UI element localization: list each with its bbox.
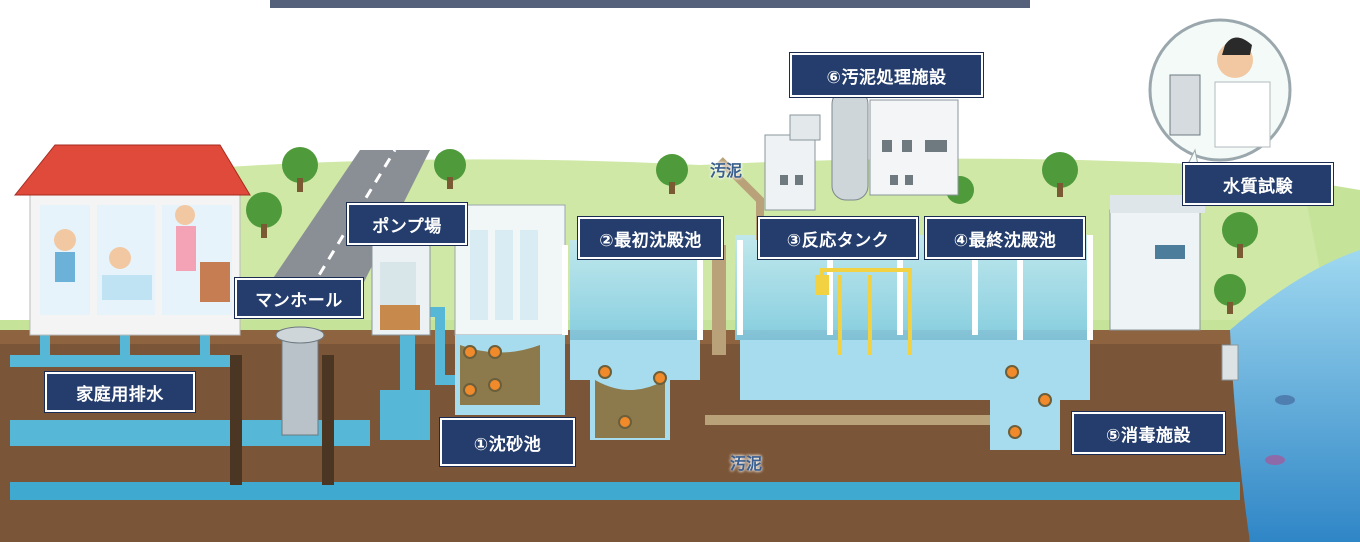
house-roof bbox=[13, 144, 251, 196]
label-final-sedimentation: ④最終沈殿池 bbox=[925, 217, 1085, 259]
label-household-drainage: 家庭用排水 bbox=[45, 372, 195, 412]
label-sludge-facility: ⑥汚泥処理施設 bbox=[790, 53, 983, 97]
trees bbox=[246, 147, 1258, 314]
manhole-shaft bbox=[281, 334, 319, 436]
main-sewer-pipe bbox=[10, 482, 1240, 500]
sludge-facility bbox=[717, 89, 959, 240]
label-reaction-tank: ③反応タンク bbox=[758, 217, 918, 259]
sludge-label-top: 汚泥 bbox=[710, 161, 743, 180]
label-water-quality-test: 水質試験 bbox=[1183, 163, 1333, 205]
river bbox=[1230, 250, 1360, 542]
label-disinfection: ⑤消毒施設 bbox=[1072, 412, 1225, 454]
house bbox=[13, 144, 251, 336]
pump-station bbox=[371, 234, 431, 336]
tank-walls bbox=[562, 235, 1093, 340]
label-primary-sedimentation: ②最初沈殿池 bbox=[578, 217, 723, 259]
label-manhole: マンホール bbox=[235, 278, 363, 318]
sludge-label-bottom: 汚泥 bbox=[730, 454, 763, 473]
lab-bubble bbox=[1148, 18, 1292, 176]
scrapers bbox=[463, 345, 1052, 439]
label-grit-chamber: ①沈砂池 bbox=[440, 418, 575, 466]
disinfection-building bbox=[1109, 195, 1205, 331]
tanks bbox=[455, 235, 1090, 450]
label-pump-station: ポンプ場 bbox=[347, 203, 467, 245]
